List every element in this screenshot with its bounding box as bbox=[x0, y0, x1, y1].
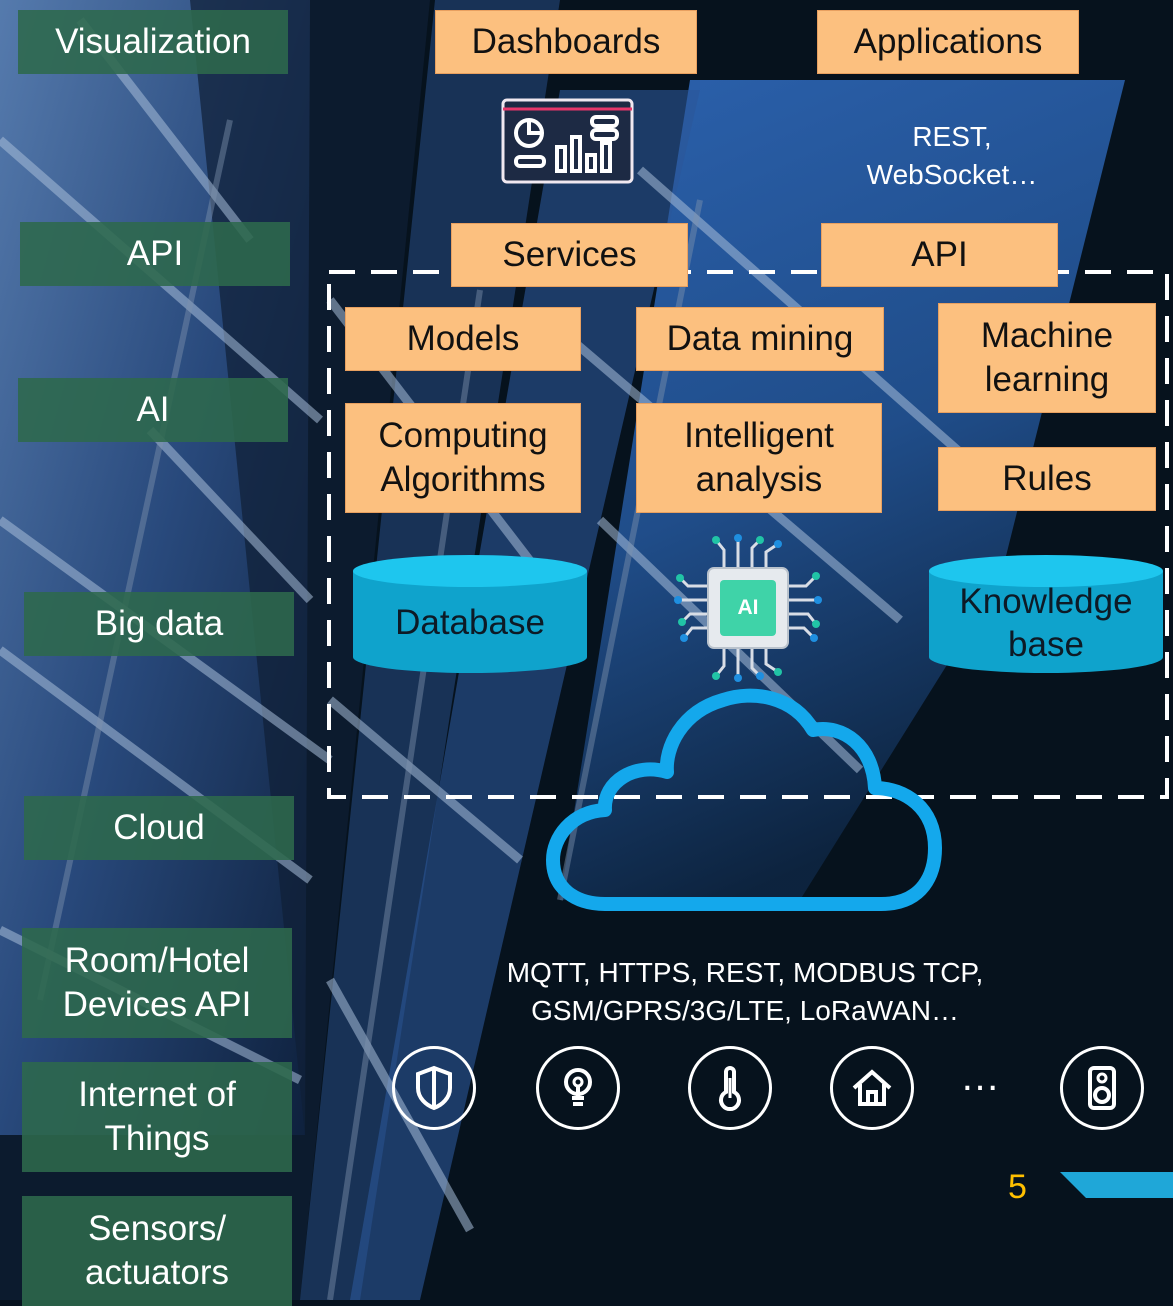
layer-visualization-label: Visualization bbox=[55, 22, 251, 61]
device-home bbox=[830, 1046, 914, 1130]
ai-chip-label: AI bbox=[737, 596, 759, 619]
layer-ai-label: AI bbox=[136, 390, 170, 429]
database-cylinder bbox=[353, 555, 587, 673]
layer-room-hotel-label: Room/Hotel Devices API bbox=[62, 941, 252, 1024]
data-mining-box: Data mining bbox=[636, 307, 884, 371]
layer-cloud: Cloud bbox=[24, 796, 294, 860]
layer-big-data-label: Big data bbox=[94, 604, 224, 643]
device-protocols-text: MQTT, HTTPS, REST, MODBUS TCP, GSM/GPRS/… bbox=[506, 957, 984, 1026]
rules-label: Rules bbox=[1002, 459, 1092, 498]
thermometer-icon bbox=[719, 1066, 741, 1112]
database-label: Database bbox=[395, 602, 545, 642]
layer-cloud-label: Cloud bbox=[113, 808, 205, 847]
services-box: Services bbox=[451, 223, 688, 287]
layer-visualization: Visualization bbox=[18, 10, 288, 74]
layer-api-label: API bbox=[126, 234, 184, 273]
cloud-icon bbox=[546, 688, 942, 911]
dashboards-label: Dashboards bbox=[471, 22, 661, 61]
intelligent-analysis-box: Intelligent analysis bbox=[636, 403, 882, 513]
layer-sensors-label: Sensors/ actuators bbox=[85, 1209, 229, 1292]
api-box-label: API bbox=[911, 235, 968, 274]
layer-internet-of-things: Internet of Things bbox=[22, 1062, 292, 1172]
layer-api: API bbox=[20, 222, 290, 286]
home-icon bbox=[852, 1069, 892, 1106]
layer-ai: AI bbox=[18, 378, 288, 442]
more-devices-ellipsis: … bbox=[960, 1055, 1004, 1099]
web-protocols-text: REST, WebSocket… bbox=[866, 121, 1038, 190]
device-thermometer bbox=[688, 1046, 772, 1130]
device-lightbulb bbox=[536, 1046, 620, 1130]
dashboard-icon bbox=[501, 98, 634, 184]
intelligent-analysis-label: Intelligent analysis bbox=[684, 416, 834, 499]
layer-big-data: Big data bbox=[24, 592, 294, 656]
page-number: 5 bbox=[1008, 1168, 1027, 1206]
layer-room-hotel-devices-api: Room/Hotel Devices API bbox=[22, 928, 292, 1038]
knowledge-base-label: Knowledge base bbox=[959, 582, 1133, 664]
data-mining-label: Data mining bbox=[666, 319, 854, 358]
computing-algorithms-box: Computing Algorithms bbox=[345, 403, 581, 513]
device-shield bbox=[392, 1046, 476, 1130]
lightbulb-icon bbox=[564, 1068, 592, 1106]
rules-box: Rules bbox=[938, 447, 1156, 511]
layer-iot-label: Internet of Things bbox=[78, 1075, 236, 1158]
api-box: API bbox=[821, 223, 1058, 287]
applications-label: Applications bbox=[853, 22, 1043, 61]
device-speaker bbox=[1060, 1046, 1144, 1130]
ai-chip-icon bbox=[674, 534, 822, 682]
layer-sensors-actuators: Sensors/ actuators bbox=[22, 1196, 292, 1306]
applications-box: Applications bbox=[817, 10, 1079, 74]
speaker-icon bbox=[1088, 1066, 1116, 1110]
knowledge-base-cylinder bbox=[929, 555, 1163, 673]
shield-icon bbox=[416, 1065, 452, 1111]
models-box: Models bbox=[345, 307, 581, 371]
machine-learning-label: Machine learning bbox=[980, 316, 1114, 399]
machine-learning-box: Machine learning bbox=[938, 303, 1156, 413]
services-label: Services bbox=[502, 235, 637, 274]
models-label: Models bbox=[406, 319, 520, 358]
dashboards-box: Dashboards bbox=[435, 10, 697, 74]
computing-algorithms-label: Computing Algorithms bbox=[378, 416, 548, 499]
